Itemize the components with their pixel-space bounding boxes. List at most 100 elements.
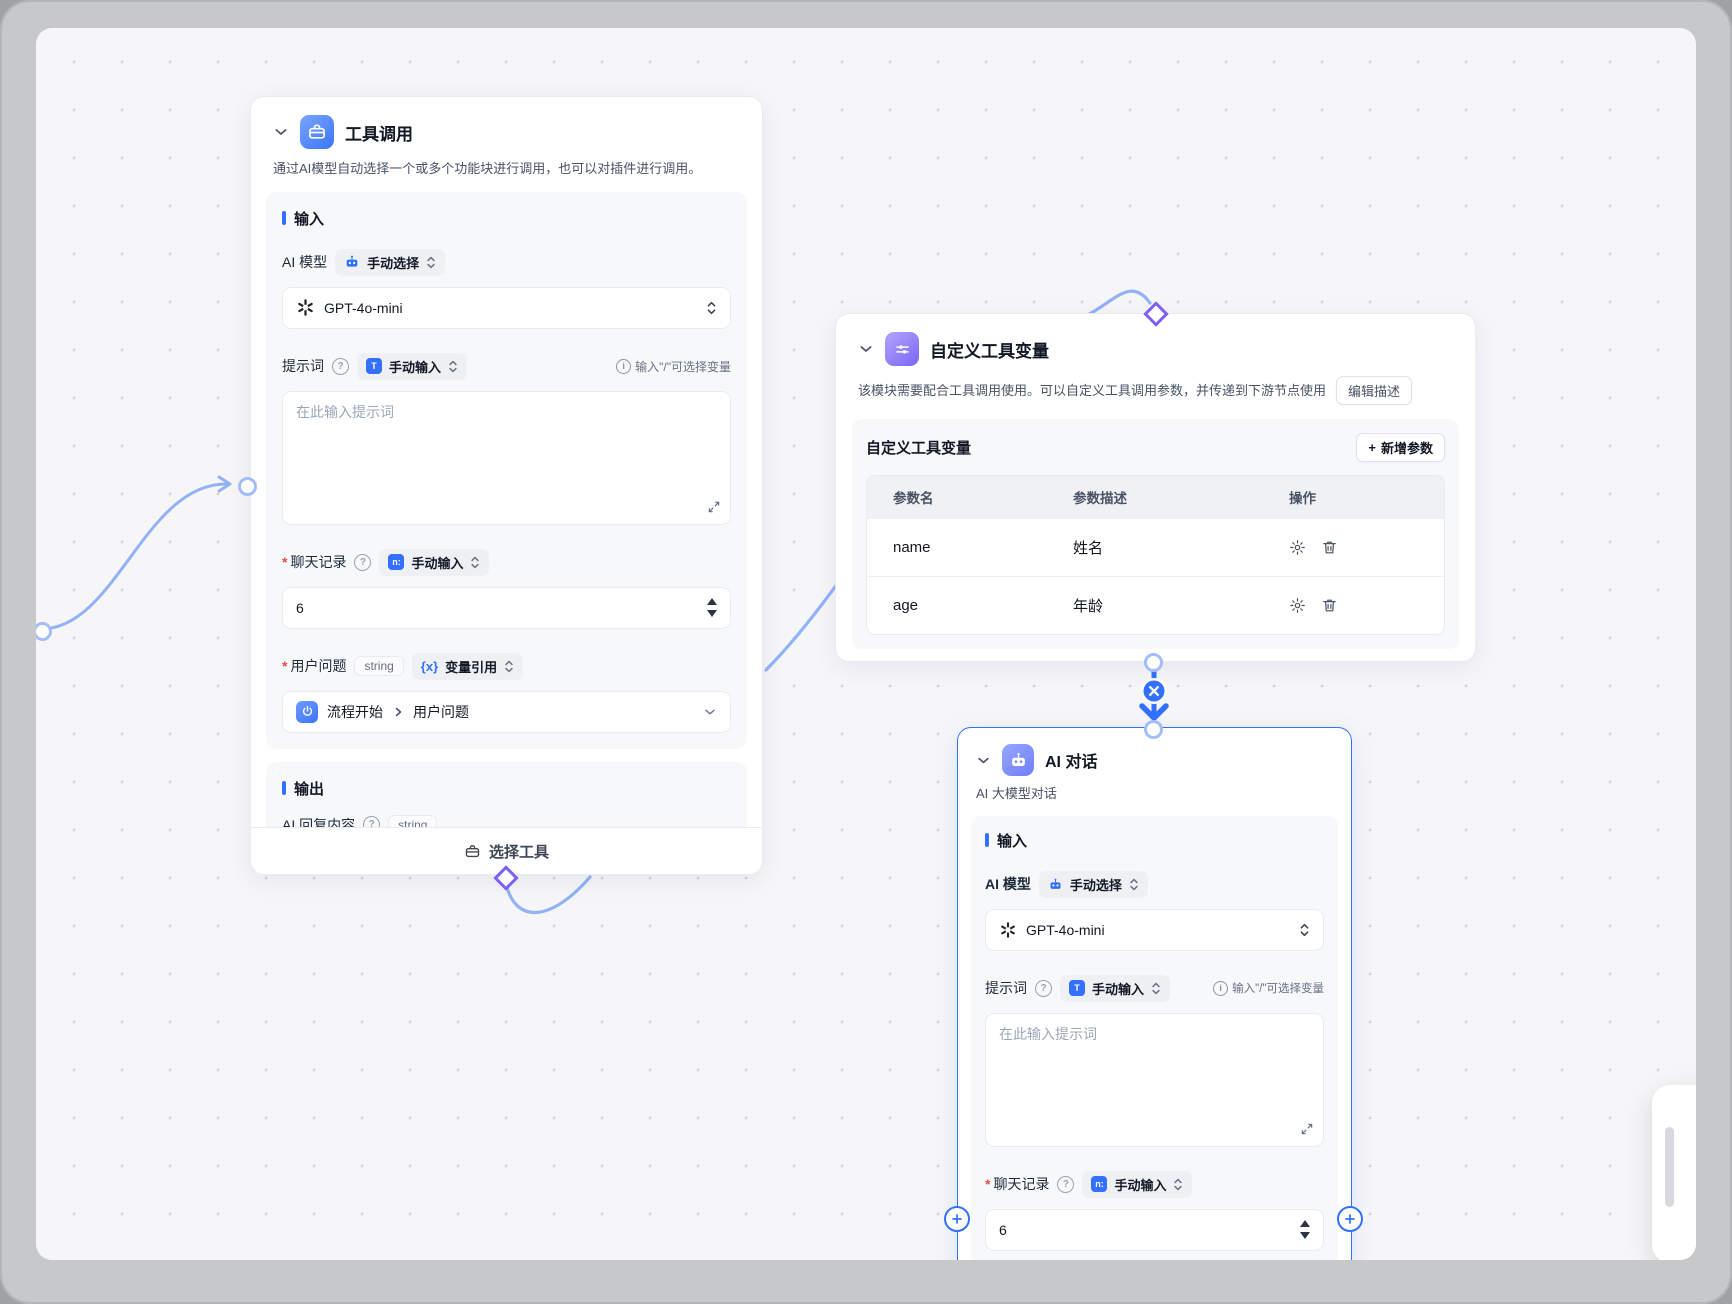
model-select[interactable]: GPT-4o-mini bbox=[985, 908, 1324, 951]
trash-icon[interactable] bbox=[1321, 539, 1338, 556]
history-mode-dropdown[interactable]: n: 手动输入 bbox=[379, 548, 490, 576]
side-panel-peek[interactable] bbox=[1652, 1085, 1696, 1260]
toolbox-outline-icon bbox=[465, 844, 480, 857]
prompt-textarea[interactable]: 在此输入提示词 bbox=[282, 390, 731, 525]
section-bar bbox=[985, 833, 989, 847]
edge-arrowhead bbox=[217, 475, 232, 493]
required-mark: * bbox=[985, 1176, 991, 1192]
help-icon[interactable]: ? bbox=[1057, 1175, 1075, 1193]
chat-node-left-add-handle[interactable] bbox=[944, 1206, 970, 1232]
model-select[interactable]: GPT-4o-mini bbox=[282, 286, 731, 329]
expand-icon[interactable] bbox=[707, 500, 721, 517]
updown-chevron-icon bbox=[1174, 1178, 1183, 1190]
node-tool-call[interactable]: 工具调用 通过AI模型自动选择一个或多个功能块进行调用，也可以对插件进行调用。 … bbox=[250, 96, 763, 875]
variable-source: 流程开始 bbox=[327, 703, 383, 720]
text-input-icon: T bbox=[366, 358, 382, 374]
model-select-value: GPT-4o-mini bbox=[324, 299, 403, 316]
prompt-placeholder: 在此输入提示词 bbox=[296, 403, 394, 420]
vars-node-bottom-handle[interactable] bbox=[1144, 653, 1163, 672]
node-description: 该模块需要配合工具调用使用。可以自定义工具调用参数，并传递到下游节点使用 bbox=[858, 382, 1327, 398]
gear-icon[interactable] bbox=[1289, 597, 1306, 614]
prompt-mode-label: 手动输入 bbox=[389, 359, 442, 375]
chat-node-top-handle[interactable] bbox=[1144, 720, 1163, 739]
param-desc: 姓名 bbox=[1073, 540, 1104, 557]
updown-chevron-icon bbox=[1300, 923, 1309, 936]
variable-ref-icon: {x} bbox=[420, 658, 439, 674]
number-stepper[interactable] bbox=[707, 598, 717, 617]
updown-chevron-icon bbox=[1152, 982, 1160, 994]
select-tool-button[interactable]: 选择工具 bbox=[251, 827, 762, 874]
add-param-button[interactable]: +新增参数 bbox=[1356, 433, 1445, 462]
history-row: * 聊天记录 ? n: 手动输入 bbox=[985, 1170, 1324, 1198]
stepper-up-icon[interactable] bbox=[1300, 1220, 1310, 1227]
input-section-title: 输入 bbox=[997, 832, 1028, 850]
prompt-placeholder: 在此输入提示词 bbox=[999, 1025, 1097, 1042]
panel-drag-pill[interactable] bbox=[1665, 1127, 1674, 1207]
input-section-title: 输入 bbox=[294, 210, 325, 228]
history-value: 6 bbox=[999, 1221, 1007, 1238]
chevron-down-icon[interactable] bbox=[976, 753, 991, 768]
tool-node-input-handle[interactable] bbox=[238, 477, 257, 496]
chat-node-right-add-handle[interactable] bbox=[1337, 1206, 1363, 1232]
plus-icon: + bbox=[1368, 440, 1376, 455]
text-input-icon: T bbox=[1069, 980, 1085, 996]
history-number-input[interactable]: 6 bbox=[282, 586, 731, 629]
col-param-name: 参数名 bbox=[893, 491, 934, 506]
prompt-mode-dropdown[interactable]: T 手动输入 bbox=[357, 352, 468, 380]
chevron-down-icon[interactable] bbox=[273, 124, 289, 140]
help-icon[interactable]: ? bbox=[1035, 979, 1052, 997]
robot-icon bbox=[1050, 878, 1061, 889]
node-custom-tool-vars[interactable]: 自定义工具变量 该模块需要配合工具调用使用。可以自定义工具调用参数，并传递到下游… bbox=[835, 313, 1476, 662]
question-mode-dropdown[interactable]: {x} 变量引用 bbox=[411, 652, 524, 680]
stepper-down-icon[interactable] bbox=[707, 610, 717, 617]
disconnect-button[interactable] bbox=[1143, 680, 1165, 702]
expand-icon[interactable] bbox=[1300, 1122, 1314, 1139]
input-section: 输入 AI 模型 手动选择 GPT-4o-mini 提示词 ? T bbox=[971, 815, 1338, 1260]
prompt-mode-label: 手动输入 bbox=[1092, 981, 1145, 997]
param-name: name bbox=[893, 539, 931, 556]
chevron-down-icon[interactable] bbox=[858, 341, 874, 357]
ai-model-label: AI 模型 bbox=[282, 254, 328, 270]
number-stepper[interactable] bbox=[1300, 1220, 1310, 1239]
trash-icon[interactable] bbox=[1321, 597, 1338, 614]
model-mode-dropdown[interactable]: 手动选择 bbox=[335, 248, 446, 276]
edit-description-button[interactable]: 编辑描述 bbox=[1336, 376, 1413, 405]
help-icon[interactable]: ? bbox=[354, 553, 372, 571]
prompt-textarea[interactable]: 在此输入提示词 bbox=[985, 1012, 1324, 1147]
panel-title: 自定义工具变量 bbox=[866, 440, 972, 457]
flow-canvas[interactable]: 工具调用 通过AI模型自动选择一个或多个功能块进行调用，也可以对插件进行调用。 … bbox=[36, 28, 1696, 1260]
history-number-input[interactable]: 6 bbox=[985, 1208, 1324, 1251]
table-row: age 年龄 bbox=[867, 576, 1444, 634]
arrow-down-icon bbox=[1139, 703, 1169, 721]
node-ai-chat[interactable]: AI 对话 AI 大模型对话 输入 AI 模型 手动选择 GPT-4o-mini bbox=[957, 727, 1352, 1260]
history-mode-dropdown[interactable]: n: 手动输入 bbox=[1082, 1170, 1193, 1198]
robot-icon bbox=[1002, 744, 1034, 776]
model-mode-dropdown[interactable]: 手动选择 bbox=[1038, 870, 1148, 898]
info-icon: i bbox=[1213, 980, 1229, 996]
question-variable-select[interactable]: 流程开始 用户问题 bbox=[282, 690, 731, 733]
node-title: 工具调用 bbox=[345, 124, 413, 144]
info-icon: i bbox=[616, 358, 632, 374]
updown-chevron-icon bbox=[449, 360, 457, 372]
node-description: 通过AI模型自动选择一个或多个功能块进行调用，也可以对插件进行调用。 bbox=[273, 161, 702, 176]
chevron-right-icon bbox=[395, 707, 402, 716]
robot-icon bbox=[346, 255, 358, 267]
table-header: 参数名 参数描述 操作 bbox=[867, 476, 1444, 518]
stepper-up-icon[interactable] bbox=[707, 598, 717, 605]
gear-icon[interactable] bbox=[1289, 539, 1306, 556]
source-handle[interactable] bbox=[36, 622, 52, 641]
openai-icon bbox=[298, 299, 313, 316]
history-label: 聊天记录 bbox=[290, 554, 347, 570]
input-section: 输入 AI 模型 手动选择 GPT-4o-mini 提示词 ? T bbox=[266, 191, 747, 749]
stepper-down-icon[interactable] bbox=[1300, 1232, 1310, 1239]
ai-model-row: AI 模型 手动选择 bbox=[282, 248, 731, 276]
prompt-mode-dropdown[interactable]: T 手动输入 bbox=[1060, 974, 1171, 1002]
plus-icon bbox=[1345, 1214, 1355, 1224]
help-icon[interactable]: ? bbox=[332, 357, 349, 375]
prompt-label: 提示词 bbox=[985, 980, 1027, 996]
openai-icon bbox=[1001, 921, 1015, 938]
